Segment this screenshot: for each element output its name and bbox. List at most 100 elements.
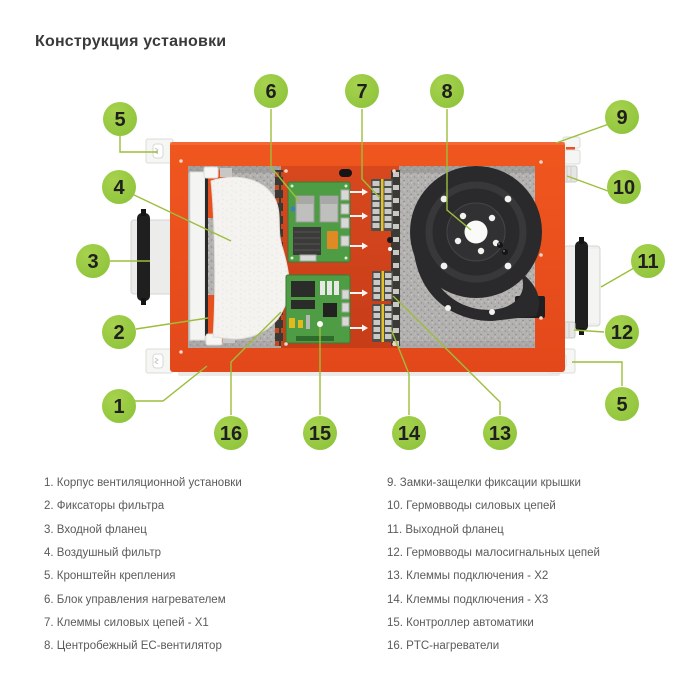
leader-line bbox=[446, 109, 472, 231]
callout-number: 4 bbox=[113, 177, 125, 199]
callout-circle bbox=[605, 315, 639, 349]
callout-circle bbox=[483, 416, 517, 450]
legend-item: 8. Центробежный EC-вентилятор bbox=[44, 640, 222, 653]
mounting-bracket-bottom-left bbox=[145, 348, 174, 374]
callout-circle bbox=[102, 170, 136, 204]
leader-line bbox=[135, 317, 209, 330]
fan-bolts bbox=[440, 195, 512, 315]
leader-line bbox=[270, 109, 300, 202]
legend-item: 9. Замки-защелки фиксации крышки bbox=[387, 477, 581, 489]
legend-item: 16. PTC-нагреватели bbox=[387, 640, 500, 653]
callout-number: 8 bbox=[441, 81, 452, 103]
terminal-block-x2 bbox=[372, 271, 393, 301]
callout-number: 13 bbox=[489, 423, 511, 445]
legend-item: 10. Гермовводы силовых цепей bbox=[387, 500, 556, 513]
callout-13: 13 bbox=[392, 295, 517, 450]
wiring-arrows bbox=[350, 188, 368, 332]
callout-number: 11 bbox=[637, 251, 658, 273]
callout-number: 9 bbox=[616, 107, 627, 129]
callout-number: 1 bbox=[113, 396, 124, 418]
page-title: Конструкция установки bbox=[35, 33, 227, 50]
callout-circle bbox=[102, 389, 136, 423]
callout-3: 3 bbox=[76, 244, 150, 278]
callout-12: 12 bbox=[573, 315, 639, 349]
callout-number: 6 bbox=[265, 81, 276, 103]
legend-item: 5. Кронштейн крепления bbox=[44, 570, 176, 583]
mounting-bracket-top-left bbox=[145, 138, 174, 164]
callout-6: 6 bbox=[254, 74, 300, 202]
callout-circle bbox=[605, 387, 639, 421]
leader-line bbox=[600, 267, 635, 288]
legend-item: 14. Клеммы подключения - X3 bbox=[387, 593, 549, 606]
callout-circle bbox=[76, 244, 110, 278]
filter-section bbox=[189, 166, 290, 346]
leader-line bbox=[572, 361, 623, 386]
legend-item: 6. Блок управления нагревателем bbox=[44, 593, 226, 606]
cover-latch bbox=[562, 136, 581, 165]
heater-control-board bbox=[287, 181, 351, 263]
callout-16: 16 bbox=[214, 311, 282, 450]
fan-hub bbox=[464, 220, 488, 244]
bay-floor-details bbox=[284, 169, 396, 346]
leader-line bbox=[566, 175, 609, 192]
callout-circle bbox=[430, 74, 464, 108]
legend-left-list: 1. Корпус вентиляционной установки 2. Фик… bbox=[44, 472, 242, 659]
legend-item: 11. Выходной фланец bbox=[387, 523, 504, 536]
leader-line bbox=[135, 365, 208, 402]
leader-line bbox=[131, 193, 232, 242]
callout-number: 5 bbox=[114, 109, 125, 131]
callout-number: 16 bbox=[220, 423, 242, 445]
legend-item: 2. Фиксаторы фильтра bbox=[44, 500, 165, 513]
callout-number: 2 bbox=[113, 322, 124, 344]
callout-9: 9 bbox=[555, 100, 639, 144]
callout-circle bbox=[631, 244, 665, 278]
callout-15: 15 bbox=[303, 321, 337, 450]
callout-11: 11 bbox=[600, 244, 665, 288]
ventilation-unit bbox=[130, 136, 601, 376]
legend-item: 1. Корпус вентиляционной установки bbox=[44, 477, 242, 489]
callout-14: 14 bbox=[390, 328, 426, 450]
legend-item: 7. Клеммы силовых цепей - X1 bbox=[44, 617, 209, 630]
filter-frame bbox=[189, 171, 206, 341]
callout-7: 7 bbox=[345, 74, 381, 199]
callout-number: 7 bbox=[356, 81, 367, 103]
callout-8: 8 bbox=[430, 74, 472, 231]
callout-circle bbox=[303, 416, 337, 450]
leader-line bbox=[361, 109, 381, 199]
callout-circle bbox=[392, 416, 426, 450]
legend-item: 3. Входной фланец bbox=[44, 523, 147, 536]
callout-circle bbox=[345, 74, 379, 108]
callout-number: 3 bbox=[87, 251, 98, 273]
callout-circle bbox=[605, 100, 639, 134]
callout-number: 12 bbox=[611, 322, 633, 344]
callout-10: 10 bbox=[566, 170, 641, 204]
callout-circle bbox=[607, 170, 641, 204]
callout-circle bbox=[254, 74, 288, 108]
casing-screws bbox=[179, 159, 543, 354]
leader-line bbox=[230, 311, 282, 415]
callout-1: 1 bbox=[102, 365, 208, 423]
callout-5-top-left: 5 bbox=[103, 102, 158, 153]
callout-number: 14 bbox=[398, 423, 421, 445]
legend-item: 4. Воздушный фильтр bbox=[44, 547, 162, 560]
leader-line bbox=[555, 123, 610, 144]
callout-2: 2 bbox=[102, 315, 209, 349]
callout-4: 4 bbox=[102, 170, 232, 242]
callout-number: 10 bbox=[613, 177, 635, 199]
input-flange bbox=[130, 209, 175, 305]
legend-right-column: 9. Замки-защелки фиксации крышки 10. Герм… bbox=[387, 472, 600, 659]
legend-right-list: 9. Замки-защелки фиксации крышки 10. Герм… bbox=[387, 472, 600, 659]
callout-number: 5 bbox=[616, 394, 627, 416]
controller-board bbox=[285, 274, 351, 344]
callout-5-bottom-right: 5 bbox=[572, 361, 639, 421]
terminal-block-x3 bbox=[372, 304, 393, 342]
callout-circle bbox=[102, 315, 136, 349]
ptc-heaters-right bbox=[391, 170, 400, 346]
legend-item: 13. Клеммы подключения - X2 bbox=[387, 570, 549, 583]
leader-line bbox=[390, 328, 410, 415]
terminal-block-x1 bbox=[371, 179, 393, 231]
leader-line bbox=[119, 136, 158, 153]
callout-circle bbox=[103, 102, 137, 136]
